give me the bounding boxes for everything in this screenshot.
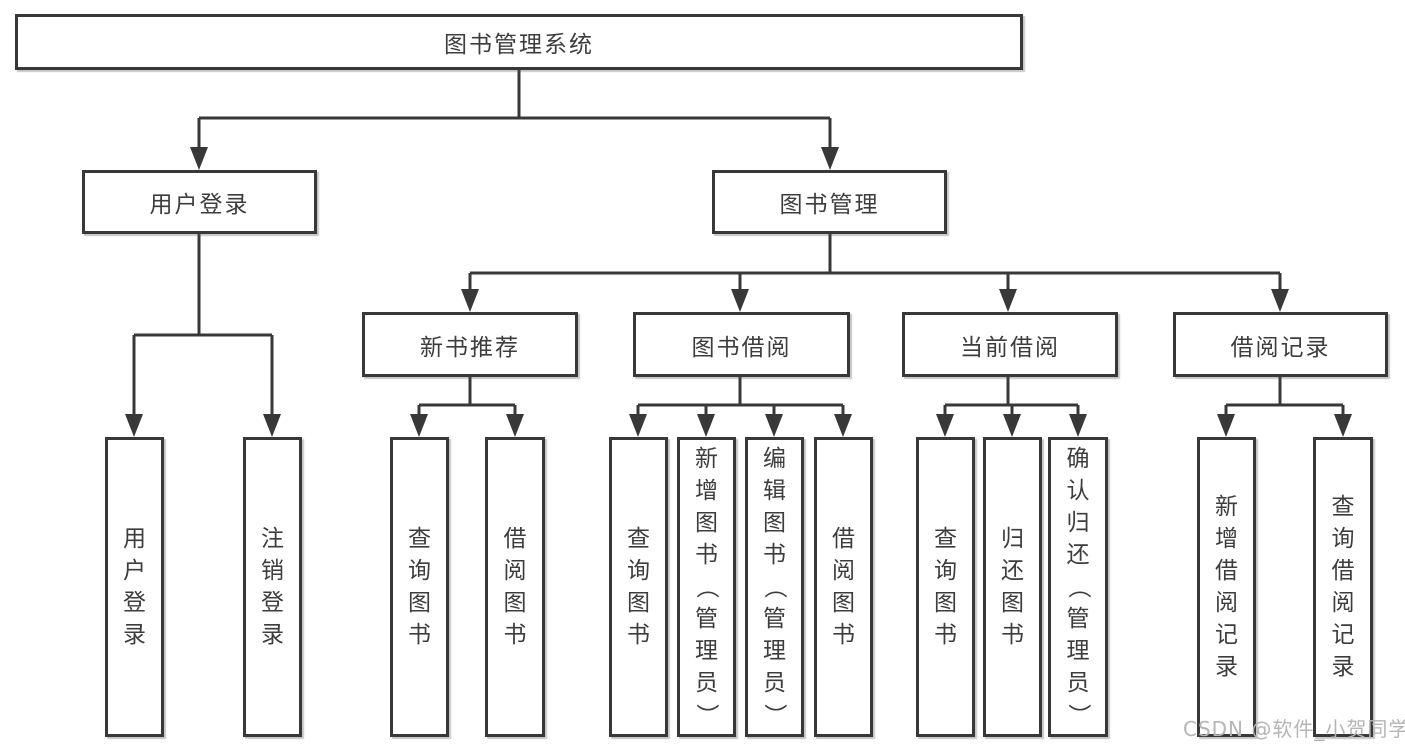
leaf-confirm-return-admin: 确认归还（管理员） [1048,437,1108,737]
leaf-query-books-recommend: 查询图书 [390,437,449,737]
leaf-query-borrowing-record: 查询借阅记录 [1313,437,1373,737]
leaf-borrow-books-recommend: 借阅图书 [485,437,545,737]
arrowhead [1271,289,1289,312]
leaf-query-books-borrowing: 查询图书 [609,437,668,737]
node-current-borrowing: 当前借阅 [902,312,1118,377]
leaf-query-books-current: 查询图书 [916,437,975,737]
leaf-borrow-books-borrowing: 借阅图书 [814,437,873,737]
arrowhead [1334,414,1352,437]
arrowhead [190,147,208,170]
leaf-logout: 注销登录 [243,437,302,737]
node-borrowing-records: 借阅记录 [1173,312,1388,377]
arrowhead [263,414,281,437]
node-user-login: 用户登录 [82,170,317,234]
arrowhead [731,289,749,312]
leaf-return-books: 归还图书 [983,437,1042,737]
arrowhead [125,414,143,437]
arrowhead [629,414,647,437]
arrowhead [936,414,954,437]
node-book-borrowing: 图书借阅 [633,312,850,377]
arrowhead [999,289,1017,312]
leaf-add-borrowing-record: 新增借阅记录 [1197,437,1256,737]
arrowhead [1069,414,1087,437]
node-book-management: 图书管理 [712,170,947,234]
arrowhead [410,414,428,437]
arrowhead [834,414,852,437]
arrowhead [765,414,783,437]
leaf-user-login: 用户登录 [105,437,164,737]
node-new-book-recommendation: 新书推荐 [362,312,578,377]
arrowhead [461,289,479,312]
arrowhead [506,414,524,437]
arrowhead [1217,414,1235,437]
node-root: 图书管理系统 [15,14,1023,70]
leaf-edit-books-admin: 编辑图书（管理员） [745,437,804,737]
arrowhead [697,414,715,437]
leaf-add-books-admin: 新增图书（管理员） [677,437,736,737]
csdn-watermark: CSDN @软件_小贺同学 [1183,717,1405,741]
arrowhead [821,147,839,170]
arrowhead [1003,414,1021,437]
